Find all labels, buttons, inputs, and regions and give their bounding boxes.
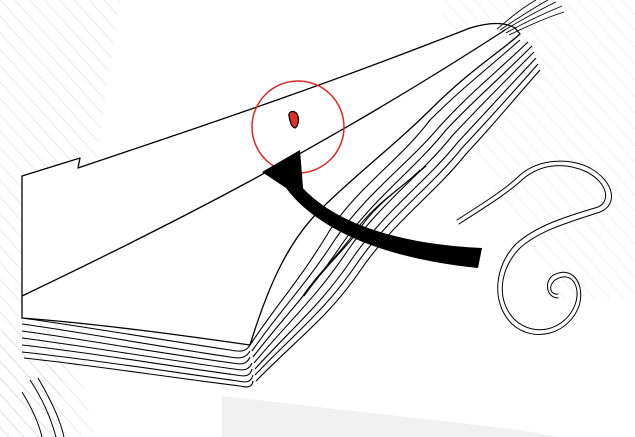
sewing-hole-marker: [288, 110, 300, 129]
insertion-arrow: [262, 150, 482, 268]
binding-thread: [456, 160, 612, 335]
paper-stack: [21, 39, 541, 388]
left-edge-lines: [21, 377, 65, 437]
spine-fold-line: [21, 29, 506, 297]
arrow-shaft: [286, 180, 482, 268]
arrow-head: [262, 150, 304, 200]
thread-tuft: [496, 0, 565, 36]
top-sheet: [21, 22, 521, 346]
page-shadow: [222, 396, 560, 437]
